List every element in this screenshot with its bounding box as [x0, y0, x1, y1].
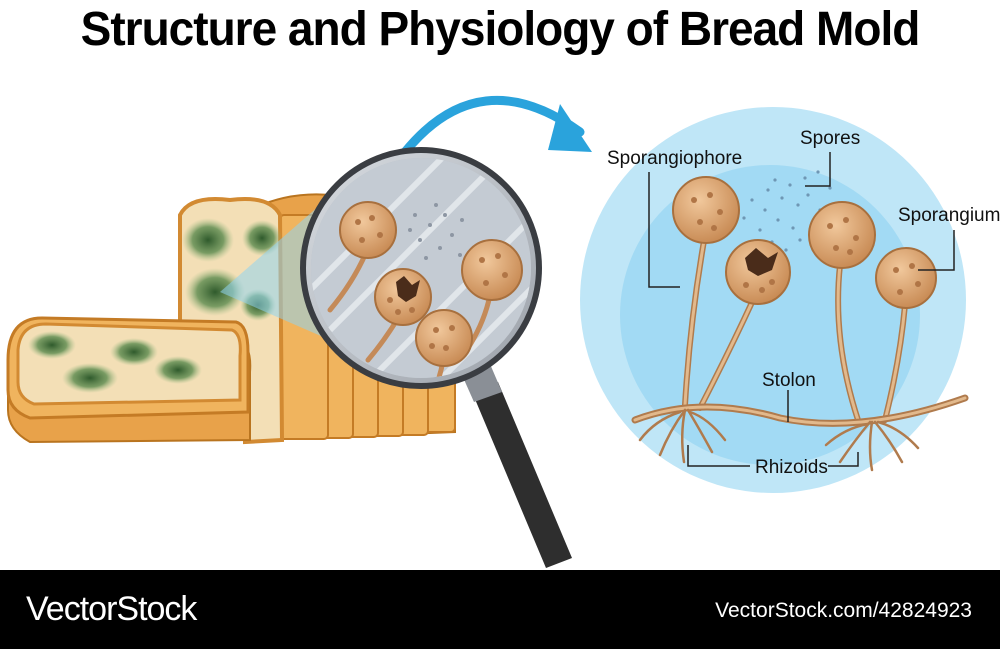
leader-lines: [648, 152, 955, 467]
label-stolon: Stolon: [762, 370, 816, 391]
image-credit: VectorStock.com/42824923: [715, 599, 972, 622]
label-spores: Spores: [800, 128, 860, 149]
bread-slices: [6, 316, 252, 444]
curved-arrow-icon: [400, 96, 592, 157]
bread-mold-illustration: Sporangiophore Spores Sporangium Stolon …: [6, 96, 1000, 568]
brand-logo: VectorStock: [26, 590, 197, 628]
page-title: Structure and Physiology of Bread Mold: [80, 0, 921, 56]
label-rhizoids: Rhizoids: [755, 457, 828, 478]
magnifier-beam: [220, 205, 330, 340]
sporangia: [672, 176, 937, 309]
label-sporangium: Sporangium: [898, 205, 1000, 226]
footer-bar: VectorStock VectorStock.com/42824923: [0, 570, 1000, 649]
rhizoids: [638, 408, 920, 472]
magnifying-glass-icon: [300, 147, 572, 568]
label-sporangiophore: Sporangiophore: [607, 148, 742, 169]
